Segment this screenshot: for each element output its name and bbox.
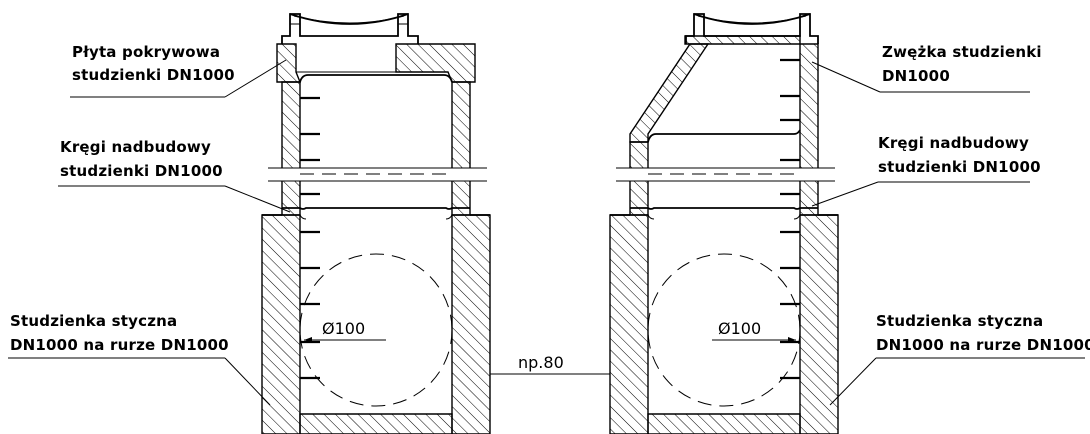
right-pipe-circle bbox=[647, 253, 801, 407]
right-reducer-cone bbox=[629, 43, 710, 143]
right-base-label-line1: Studzienka styczna bbox=[876, 312, 1043, 330]
right-base-wall-left bbox=[609, 214, 649, 434]
right-manhole-frame bbox=[685, 13, 819, 44]
right-pipe-diameter: Ø100 bbox=[718, 319, 761, 338]
left-cover-slab-label-line2: studzienki DN1000 bbox=[72, 66, 235, 84]
right-rings-label-line1: Kręgi nadbudowy bbox=[878, 134, 1029, 152]
right-reducer-top bbox=[684, 35, 801, 45]
right-base-bottom bbox=[647, 413, 801, 434]
left-base-bottom bbox=[299, 413, 453, 434]
left-break-lines bbox=[268, 167, 487, 182]
left-pipe-circle bbox=[299, 253, 453, 407]
left-pipe-diameter: Ø100 bbox=[322, 319, 365, 338]
left-base-label-line1: Studzienka styczna bbox=[10, 312, 177, 330]
left-manhole-frame bbox=[281, 13, 419, 44]
left-rings-label-line2: studzienki DN1000 bbox=[60, 162, 223, 180]
right-reducer-label-line1: Zwężka studzienki bbox=[882, 43, 1042, 61]
right-base-label-line2: DN1000 na rurze DN1000 bbox=[876, 336, 1090, 354]
right-manhole: Ø100 bbox=[609, 13, 839, 434]
right-ladder bbox=[780, 58, 800, 380]
left-ring-wall-right bbox=[451, 81, 471, 216]
right-ring-wall-right bbox=[799, 43, 819, 216]
right-reducer-label-line2: DN1000 bbox=[882, 67, 950, 85]
right-rings-label-line2: studzienki DN1000 bbox=[878, 158, 1041, 176]
left-manhole: Ø100 bbox=[261, 13, 491, 434]
left-base-label-line2: DN1000 na rurze DN1000 bbox=[10, 336, 229, 354]
left-base-wall-right bbox=[451, 214, 491, 434]
right-base-wall-right bbox=[799, 214, 839, 434]
left-ring-wall-left bbox=[281, 81, 301, 216]
right-break-lines bbox=[616, 167, 835, 182]
left-cover-slab-label-line1: Płyta pokrywowa bbox=[72, 43, 220, 61]
left-rings-label-line1: Kręgi nadbudowy bbox=[60, 138, 211, 156]
labels: Płyta pokrywowa studzienki DN1000 Kręgi … bbox=[10, 43, 1090, 354]
left-cover-slab-right bbox=[395, 43, 476, 83]
spacing-label: np.80 bbox=[518, 353, 564, 372]
left-ladder bbox=[300, 96, 320, 380]
left-base-wall-left bbox=[261, 214, 301, 434]
leader-lines bbox=[8, 59, 1085, 406]
spacing-dimension: np.80 bbox=[490, 353, 610, 375]
